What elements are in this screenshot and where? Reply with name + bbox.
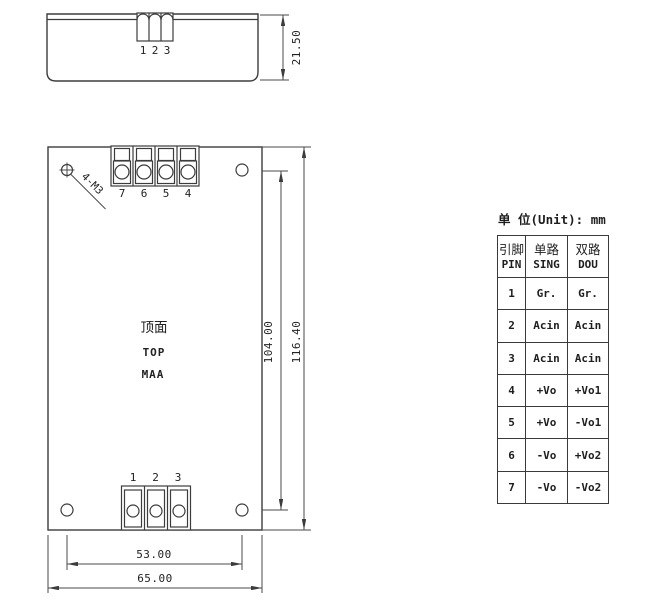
mounting-hole-top-right	[235, 163, 249, 177]
pin-row-3: 3 Acin Acin	[497, 341, 609, 375]
bottom-terminal-block	[120, 485, 192, 531]
side-view: 1 2 3 21.50	[46, 12, 303, 82]
pin-row-4: 4 +Vo +Vo1	[497, 373, 609, 408]
top-terminal-block	[110, 145, 200, 187]
dim-104-value: 104.00	[262, 321, 275, 364]
pin-row-1: 1 Gr. Gr.	[497, 276, 609, 311]
dimension-hole-span-vertical: 104.00	[262, 170, 288, 511]
face-label-zh: 顶面	[141, 320, 168, 336]
top-view: 7 6 5 4 4-M3 顶面 TOP MAA 1 2 3	[47, 145, 311, 593]
pin-table-header-row: 引脚 PIN 单路 SING 双路 DOU	[497, 235, 609, 278]
side-view-body	[46, 13, 259, 82]
mounting-hole-bottom-right	[235, 503, 249, 517]
pin-dual-value: +Vo2	[567, 438, 609, 472]
top-pin-label-7: 7	[119, 187, 126, 200]
pin-number: 1	[497, 276, 526, 311]
side-pin-label-1: 1	[140, 44, 147, 57]
bottom-pin-label-2: 2	[152, 471, 159, 484]
pin-number: 7	[497, 470, 526, 505]
col-header-pin: 引脚 PIN	[497, 235, 526, 278]
col-header-pin-zh: 引脚	[498, 241, 524, 257]
dim-116-value: 116.40	[290, 321, 303, 364]
dimension-outer-horizontal: 65.00	[47, 535, 263, 593]
pin-single-value: Gr.	[525, 276, 568, 311]
pin-row-7: 7 -Vo -Vo2	[497, 470, 609, 505]
pin-single-value: -Vo	[525, 438, 568, 472]
col-header-dual-en: DOU	[578, 257, 598, 271]
bottom-pin-label-1: 1	[130, 471, 137, 484]
pin-dual-value: -Vo1	[567, 406, 609, 440]
pin-dual-value: +Vo1	[567, 373, 609, 408]
col-header-dual-zh: 双路	[575, 241, 601, 257]
dim-thickness-value: 21.50	[290, 30, 303, 66]
side-pin-label-2: 2	[152, 44, 159, 57]
dimension-thickness: 21.50	[260, 14, 303, 81]
face-label-en: TOP	[143, 346, 166, 359]
col-header-single: 单路 SING	[525, 235, 568, 278]
pin-table: 引脚 PIN 单路 SING 双路 DOU 1 Gr.	[497, 235, 609, 505]
pin-table-section: 单 位(Unit): mm 引脚 PIN 单路 SING 双路 DOU	[497, 212, 627, 505]
col-header-single-en: SING	[533, 257, 560, 271]
pin-row-6: 6 -Vo +Vo2	[497, 438, 609, 472]
mounting-hole-bottom-left	[60, 503, 74, 517]
col-header-single-zh: 单路	[533, 241, 559, 257]
model-label: MAA	[142, 368, 165, 381]
pin-single-value: -Vo	[525, 470, 568, 505]
dimension-hole-span-horizontal: 53.00	[66, 535, 243, 570]
pin-number: 6	[497, 438, 526, 472]
pin-number: 2	[497, 309, 526, 343]
pin-row-2: 2 Acin Acin	[497, 309, 609, 343]
top-pin-label-5: 5	[163, 187, 170, 200]
col-header-pin-en: PIN	[501, 257, 522, 271]
pin-single-value: Acin	[525, 341, 568, 375]
pin-dual-value: Acin	[567, 341, 609, 375]
dim-53-value: 53.00	[136, 548, 172, 561]
pin-single-value: Acin	[525, 309, 568, 343]
dim-65-value: 65.00	[137, 572, 173, 585]
pin-single-value: +Vo	[525, 406, 568, 440]
pin-single-value: +Vo	[525, 373, 568, 408]
leader-line	[70, 174, 106, 210]
side-pin-label-3: 3	[164, 44, 171, 57]
side-terminal-block	[136, 12, 174, 42]
pin-number: 5	[497, 406, 526, 440]
dimension-outer-vertical: 116.40	[262, 146, 311, 531]
screw-hole-marker	[59, 162, 106, 210]
pin-dual-value: -Vo2	[567, 470, 609, 505]
col-header-dual: 双路 DOU	[567, 235, 609, 278]
top-pin-label-6: 6	[141, 187, 148, 200]
pin-dual-value: Gr.	[567, 276, 609, 311]
top-pin-label-4: 4	[185, 187, 192, 200]
bottom-pin-label-3: 3	[175, 471, 182, 484]
pin-row-5: 5 +Vo -Vo1	[497, 406, 609, 440]
pin-number: 3	[497, 341, 526, 375]
pin-number: 4	[497, 373, 526, 408]
pin-dual-value: Acin	[567, 309, 609, 343]
unit-label: 单 位(Unit): mm	[498, 212, 606, 227]
